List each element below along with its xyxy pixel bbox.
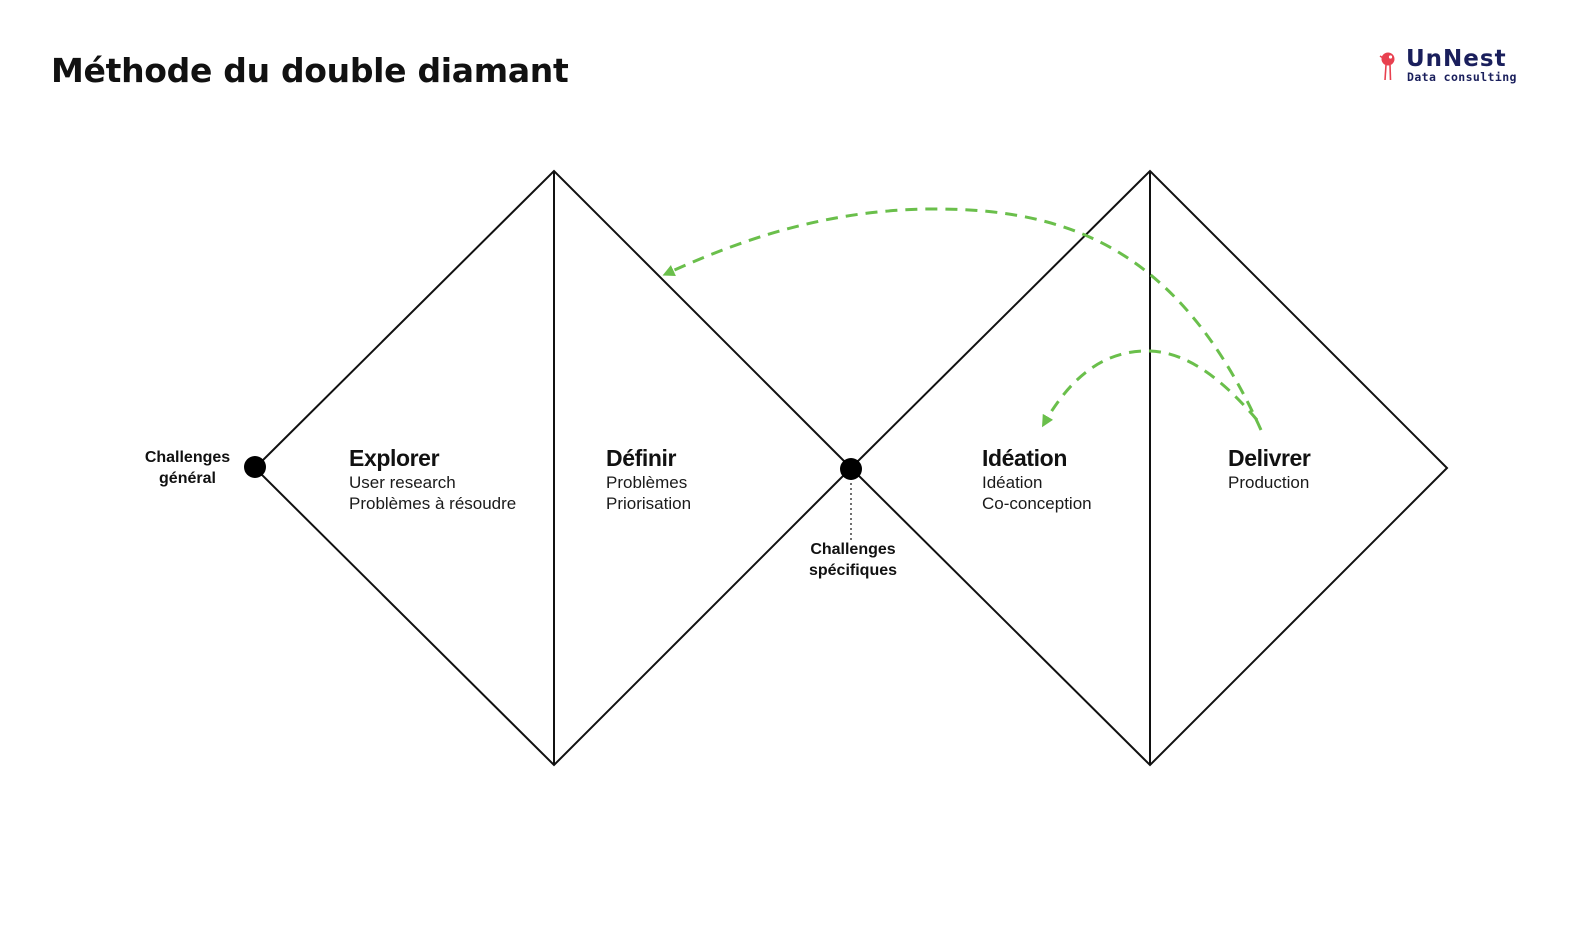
phase-line: User research (349, 473, 456, 492)
phase-title: Définir (606, 445, 677, 471)
phase-title: Idéation (982, 445, 1067, 471)
phase-line: Idéation (982, 473, 1043, 492)
phase-title: Delivrer (1228, 445, 1311, 471)
phase-definir: Définir Problèmes Priorisation (606, 444, 691, 514)
phase-line: Problèmes à résoudre (349, 494, 517, 513)
iteration-arrow-to-define (662, 207, 1263, 431)
phase-explorer: Explorer User research Problèmes à résou… (349, 444, 516, 514)
logo-name: UnNest (1406, 46, 1507, 72)
mid-point-label-line2: spécifiques (808, 562, 898, 579)
start-point-label-line2: général (159, 470, 216, 487)
company-logo: UnNest Data consulting (1378, 46, 1528, 86)
phase-ideation: Idéation Idéation Co-conception (982, 444, 1092, 514)
phase-delivrer: Delivrer Production (1228, 444, 1311, 493)
iteration-arrow-to-ideation (1041, 349, 1259, 428)
logo-tagline: Data consulting (1407, 70, 1517, 84)
phase-line: Production (1228, 473, 1310, 492)
start-point-dot (244, 456, 266, 478)
balloon-person-icon (1379, 52, 1395, 81)
mid-point-label-line1: Challenges (810, 541, 896, 558)
phase-title: Explorer (349, 445, 440, 471)
mid-point-dot (840, 458, 862, 480)
page-title: Méthode du double diamant (51, 51, 569, 90)
start-point-label: Challenges général (140, 447, 235, 489)
phase-line: Problèmes (606, 473, 688, 492)
phase-line: Co-conception (982, 494, 1092, 513)
mid-point-label: Challenges spécifiques (804, 539, 902, 581)
phase-line: Priorisation (606, 494, 692, 513)
start-point-label-line1: Challenges (144, 449, 231, 466)
second-diamond (849, 169, 1449, 767)
